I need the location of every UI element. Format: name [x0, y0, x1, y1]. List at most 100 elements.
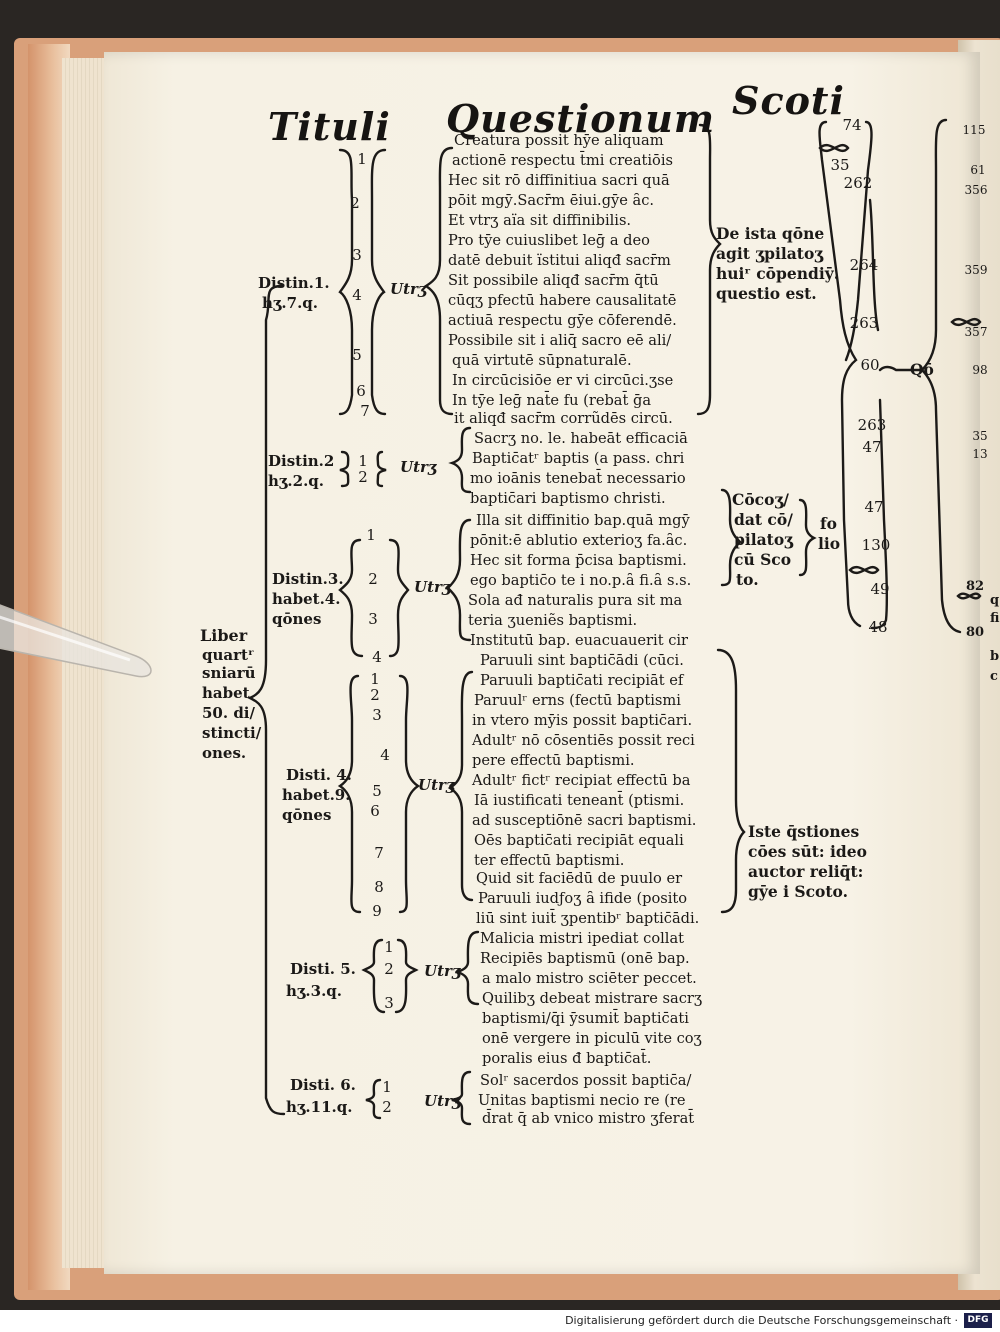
note-line: cū Sco — [734, 550, 792, 569]
folio-number: 263 — [857, 416, 887, 434]
question-number: 5 — [352, 346, 362, 364]
question-number: 4 — [352, 286, 362, 304]
question-line: liū sint iuit̄ ʒpentibʳ baptic̄ādi. — [476, 910, 700, 927]
distinction-1-count: hʒ.7.q. — [262, 294, 319, 312]
edge-fragment: b — [990, 649, 1000, 664]
note-line: fo — [820, 514, 838, 533]
distinction-3-label: Distin.3. — [272, 570, 344, 588]
question-number: 4 — [380, 746, 390, 764]
question-number: 9 — [372, 902, 382, 920]
folio-number: 47 — [862, 438, 882, 456]
question-line: pōit mgȳ.Sacr̄m ēiui.gȳe ȃc. — [448, 192, 655, 209]
note-line: Cōcoʒ/ — [732, 490, 789, 509]
question-line: Iā iustificati teneant̄ (ptismi. — [474, 792, 685, 809]
question-line: actiuā respectu gȳe cōferendē. — [448, 312, 677, 329]
note-line: De ista qōne — [716, 224, 825, 243]
liber-line: sniarū — [202, 664, 256, 682]
question-number: 1 — [370, 670, 380, 688]
note-line: pilatoʒ — [734, 530, 793, 549]
question-line: Baptic̄atʳ baptis (a pass. chri — [472, 450, 685, 467]
utrum-label: Utrʒ — [424, 1092, 461, 1110]
question-line: mo ioānis tenebat̄ necessario — [470, 470, 686, 487]
question-number: 1 — [382, 1078, 392, 1096]
distinction-3-count: habet.4. — [272, 590, 341, 608]
question-line: Creatura possit hȳe aliquam — [454, 132, 664, 149]
distinction-1-label: Distin.1. — [258, 274, 330, 292]
edge-fragment: 80 — [966, 625, 985, 640]
note-line: lio — [818, 534, 841, 553]
question-line: Hec sit rō diffinitiua sacri quā — [448, 172, 670, 189]
question-line: Paruuli sint baptic̄ādi (cūci. — [480, 652, 684, 669]
liber-line: 50. di/ — [202, 704, 255, 722]
edge-fragment: q — [990, 593, 1000, 608]
questio-label: Qō — [910, 360, 934, 379]
question-line: baptismi/q̄i ȳsumit̄ baptic̄ati — [482, 1010, 689, 1027]
folio-number: 61 — [970, 163, 986, 177]
question-number: 1 — [384, 938, 394, 956]
distinction-3-unit: qōnes — [272, 610, 322, 628]
question-line: ter effectū baptismi. — [474, 852, 625, 869]
question-number: 2 — [350, 194, 360, 212]
folio-number: 47 — [864, 498, 884, 516]
edge-fragment: 82 — [966, 579, 985, 594]
distinction-4-label: Disti. 4. — [286, 766, 352, 784]
question-line: Paruulʳ erns (fectū baptismi — [474, 692, 681, 709]
question-line: Oēs baptic̄ati recipiāt equali — [474, 832, 684, 849]
note-line: Iste q̄stiones — [748, 822, 860, 841]
utrum-label: Utrʒ — [414, 578, 451, 596]
edge-fragment: fi — [990, 611, 1000, 626]
question-number: 7 — [374, 844, 384, 862]
header-word-tituli: Tituli — [268, 104, 391, 149]
question-number: 3 — [352, 246, 362, 264]
question-line: in vtero mȳis possit baptic̄ari. — [472, 712, 693, 729]
question-line: Unitas baptismi necio re (re — [478, 1092, 686, 1109]
pointer-tool — [0, 604, 152, 678]
question-line: Institutū bap. euacuauerit cir — [470, 632, 689, 649]
question-line: actionē respectu t̄mi creatiōis — [452, 152, 673, 169]
question-line: d̄rat q̄ ab vnico mistro ʒferat̄ — [482, 1110, 695, 1127]
question-number: 2 — [382, 1098, 392, 1116]
folio-number: 35 — [972, 429, 988, 443]
question-number: 2 — [384, 960, 394, 978]
question-line: poralis eius đ baptic̄at̄. — [482, 1050, 652, 1067]
question-line: Quid sit faciēdū de puulo er — [476, 870, 683, 887]
folio-number: 356 — [964, 183, 988, 197]
dfg-logo-icon: DFG — [964, 1313, 992, 1328]
liber-line: Liber — [200, 626, 248, 645]
question-number: 4 — [372, 648, 382, 666]
folio-number: 60 — [860, 356, 880, 374]
distinction-5-count: hʒ.3.q. — [286, 982, 343, 1000]
question-line: Illa sit diffinitio bap.quā mgȳ — [476, 512, 690, 529]
question-line: Hec sit forma p̄cisa baptismi. — [470, 552, 687, 569]
question-line: pōnit:ē ablutio exterioʒ fa.ȃc. — [470, 532, 688, 549]
footer-credit: Digitalisierung gefördert durch die Deut… — [565, 1314, 958, 1327]
question-line: onē vergere in piculū vite coʒ — [482, 1030, 702, 1047]
note-line: auctor reliq̄t: — [748, 862, 864, 881]
question-line: Malicia mistri ipediat collat — [480, 930, 685, 947]
folio-number: 357 — [964, 325, 988, 339]
question-line: In tȳe leḡ nat̄e fu (rebat̄ ḡa — [452, 392, 652, 409]
distinction-2-count: hʒ.2.q. — [268, 472, 325, 490]
question-number: 6 — [356, 382, 366, 400]
question-line: Solʳ sacerdos possit baptic̄a/ — [480, 1072, 692, 1089]
header-word-scoti: Scoti — [732, 78, 845, 123]
question-number: 6 — [370, 802, 380, 820]
question-number: 7 — [360, 402, 370, 420]
distinction-5-label: Disti. 5. — [290, 960, 356, 978]
edge-fragment: c — [990, 669, 998, 684]
folio-number: 115 — [962, 123, 986, 137]
question-line: pere effectū baptismi. — [472, 752, 635, 769]
folio-number: 48 — [868, 618, 888, 636]
question-line: cūqʒ pfectū habere causalitatē — [448, 292, 677, 309]
question-line: Adultʳ fictʳ recipiat effectū ba — [472, 772, 691, 789]
question-line: teria ʒueniẽs baptismi. — [468, 612, 638, 629]
question-line: Pro tȳe cuiuslibet leḡ a deo — [448, 232, 650, 249]
question-number: 2 — [358, 468, 368, 486]
distinction-4-count: habet.9. — [282, 786, 351, 804]
folio-number: 98 — [972, 363, 988, 377]
note-line: cōes sūt: ideo — [748, 842, 867, 861]
liber-line: habet — [202, 684, 250, 702]
liber-line: stincti/ — [202, 724, 262, 742]
liber-line: ones. — [202, 744, 247, 762]
